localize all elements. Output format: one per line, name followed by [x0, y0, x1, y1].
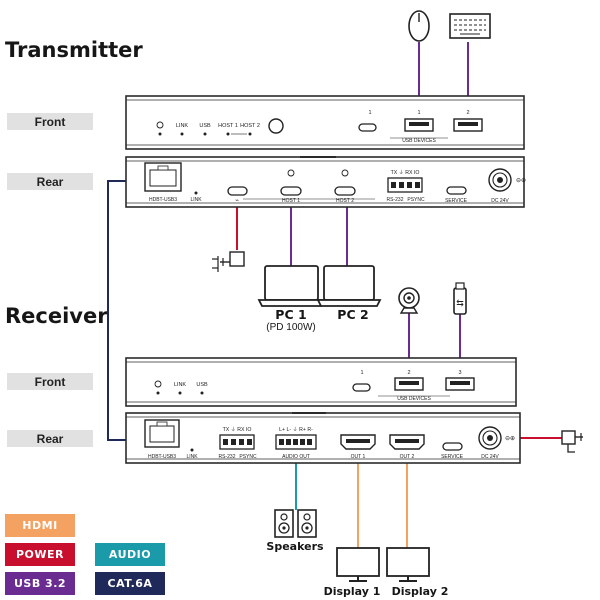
usb-flash-drive-icon: ⇆	[453, 282, 467, 315]
rx-out1-label: OUT 1	[351, 454, 366, 460]
rx-out2-label: OUT 2	[400, 454, 415, 460]
display2-icon	[386, 547, 430, 582]
tx-dc-jack-icon: ⊖⊕	[488, 168, 526, 192]
tx-usb-led	[203, 132, 207, 136]
tx-rs232-label: RS-232	[387, 197, 404, 203]
rx-usb-number: 2	[407, 370, 410, 376]
svg-text:⇆: ⇆	[456, 298, 464, 308]
tx-host1-label: HOST 1	[282, 198, 300, 204]
rx-audio-terminal	[275, 434, 317, 450]
laptop-pc2-icon	[316, 265, 382, 307]
mouse-icon	[408, 10, 430, 42]
tx-select-button[interactable]	[268, 118, 284, 134]
tx-front-usbc-port	[358, 123, 377, 132]
transmitter-front-panel: LINK USB HOST 1 HOST 2 1 1 2 USB DEVICES	[125, 95, 525, 150]
legend-power: POWER	[5, 543, 75, 566]
tx-rs232-pin-label: TX ⏚ RX IO	[391, 169, 420, 176]
rx-rs232-label: RS-232	[219, 454, 236, 460]
rx-front-usbc-port	[352, 383, 371, 392]
tx-power-usbc-port	[227, 186, 248, 196]
tx-usb-devices-label: USB DEVICES	[402, 138, 436, 144]
rx-rs232-pin-label: TX ⏚ RX IO	[223, 426, 252, 433]
legend-cat: CAT.6A	[95, 572, 165, 595]
laptop-pc1-icon	[257, 265, 326, 307]
tx-dc-label: DC 24V	[491, 198, 509, 204]
tx-service-label: SERVICE	[445, 198, 468, 204]
display1-icon	[336, 547, 380, 582]
tx-front-port-label: LINK	[176, 123, 189, 129]
rx-rear-label: Rear	[7, 430, 93, 447]
tx-front-port-label: HOST 2	[240, 123, 260, 129]
rx-dc-jack-icon: ⊖⊕	[478, 426, 515, 450]
tx-host1-led	[226, 132, 230, 136]
rx-hdbt-port-icon	[144, 419, 180, 448]
rx-hdbt-label: HDBT-USB3	[148, 454, 176, 460]
rx-usb-devices-label: USB DEVICES	[397, 396, 431, 402]
power-adapter-icon	[212, 251, 245, 272]
speakers-icon	[274, 509, 317, 538]
legend-hdmi: HDMI	[5, 514, 75, 537]
power-symbol-icon	[156, 121, 164, 136]
rx-audio-out-label: AUDIO OUT	[282, 454, 310, 460]
power-symbol-icon	[154, 380, 162, 395]
tx-link-label: LINK	[190, 197, 202, 203]
tx-hdbt-label: HDBT-USB3	[149, 197, 177, 203]
tx-rear-label: Rear	[7, 173, 93, 190]
display1-label: Display 1	[324, 585, 381, 598]
keyboard-icon	[449, 13, 491, 39]
power-plug-icon: ⌁	[235, 198, 239, 204]
tx-front-port-label: HOST 1	[218, 123, 238, 129]
pc2-label: PC 2	[337, 307, 368, 322]
rx-service-port	[442, 442, 463, 451]
receiver-title: Receiver	[5, 304, 108, 328]
tx-service-port	[446, 186, 467, 195]
rx-link-label: LINK	[186, 454, 198, 460]
tx-front-label: Front	[7, 113, 93, 130]
tx-usb-number: 2	[466, 110, 469, 116]
rx-front-port-label: USB	[196, 382, 208, 388]
legend-audio: AUDIO	[95, 543, 165, 566]
rx-audio-pin-label: L+ L- ⏚ R+ R-	[279, 426, 313, 433]
rx-usb-number: 3	[458, 370, 461, 376]
tx-host1-port	[280, 186, 302, 196]
tx-front-port-label: USB	[199, 123, 211, 129]
display2-label: Display 2	[392, 585, 449, 598]
rx-rs232-terminal	[219, 434, 255, 450]
pc1-label: PC 1	[275, 307, 306, 322]
transmitter-title: Transmitter	[5, 38, 143, 62]
webcam-icon	[398, 287, 420, 314]
tx-usb-number: 1	[417, 110, 420, 116]
tx-host2-led	[248, 132, 252, 136]
receiver-rear-panel: HDBT-USB3 LINK TX ⏚ RX IO RS-232 PSYNC L…	[125, 412, 521, 464]
rx-service-label: SERVICE	[441, 454, 464, 460]
tx-link-led	[180, 132, 184, 136]
tx-psync-label: PSYNC	[407, 197, 425, 203]
tx-host2-port	[334, 186, 356, 196]
cat6a-cable	[107, 180, 126, 441]
tx-hdbt-port-icon	[144, 162, 182, 192]
rx-psync-label: PSYNC	[239, 454, 257, 460]
speakers-label: Speakers	[266, 540, 324, 553]
transmitter-rear-panel: HDBT-USB3 LINK ⌁ HOST 1 HOST 2 TX ⏚ RX I…	[125, 156, 526, 208]
rx-dc-label: DC 24V	[481, 454, 499, 460]
rx-front-port-label: LINK	[174, 382, 187, 388]
tx-rs232-terminal	[387, 177, 423, 193]
legend-usb: USB 3.2	[5, 572, 75, 595]
svg-text:⊖⊕: ⊖⊕	[505, 436, 515, 442]
rx-usb-number: 1	[360, 370, 363, 376]
tx-usb-number: 1	[368, 110, 371, 116]
rx-front-label: Front	[7, 373, 93, 390]
svg-text:⊖⊕: ⊖⊕	[516, 178, 526, 184]
receiver-front-panel: LINK USB 1 2 3 USB DEVICES	[125, 357, 517, 407]
pc1-note: (PD 100W)	[266, 322, 315, 333]
power-adapter-rx-icon	[561, 430, 583, 453]
tx-host2-label: HOST 2	[336, 198, 354, 204]
